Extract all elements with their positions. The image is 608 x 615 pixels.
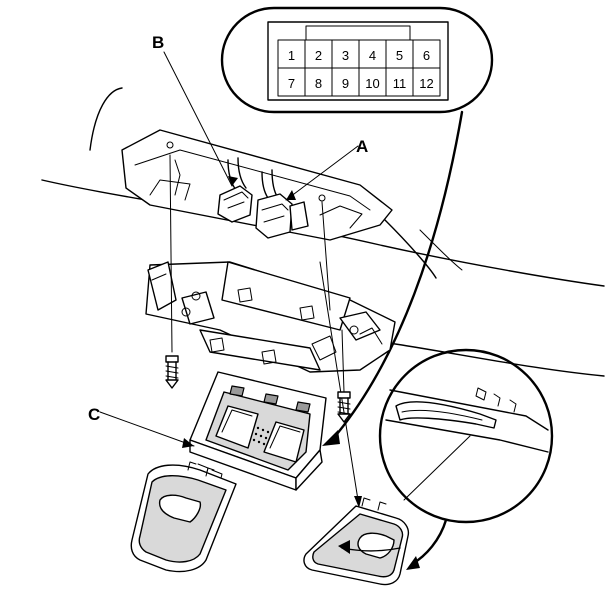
connector-pin-label: 11 [393, 76, 407, 91]
mounting-screw-right [337, 391, 351, 423]
harness-connector-a [255, 169, 309, 239]
connector-pins-bottom-row: 7 8 9 10 11 12 [288, 76, 434, 91]
connector-callout-bubble [220, 6, 494, 114]
connector-pin-label: 2 [315, 48, 322, 63]
switch-button-right [263, 421, 305, 463]
connector-pin-label: 12 [419, 76, 433, 91]
switch-button-left [215, 405, 259, 449]
roof-mounting-bracket [121, 129, 393, 241]
assembly-guide-lines [169, 154, 362, 508]
lens-cover-right [303, 497, 410, 586]
connector-pins-top-row: 1 2 3 4 5 6 [288, 48, 430, 63]
connector-pin-label: 1 [288, 48, 295, 63]
callout-label-c: C [88, 405, 100, 424]
connector-leader-arrowhead [322, 430, 340, 446]
callout-label-b: B [152, 33, 164, 52]
connector-pin-label: 9 [342, 76, 349, 91]
connector-pin-label: 10 [365, 76, 379, 91]
connector-pin-label: 5 [396, 48, 403, 63]
pry-tool-blade [395, 401, 497, 429]
connector-pin-label: 7 [288, 76, 295, 91]
lens-cover-left [130, 461, 237, 573]
cover-guide-arrowhead [354, 496, 362, 508]
harness-connector-b [217, 157, 253, 223]
mounting-screw-left [165, 355, 179, 389]
connector-pin-label: 8 [315, 76, 322, 91]
callout-leaders [99, 51, 359, 448]
switch-grille-dots [252, 426, 270, 446]
switch-module [189, 371, 327, 491]
detail-leader-arrowhead [406, 556, 420, 570]
callout-label-a: A [356, 137, 368, 156]
connector-pin-label: 6 [423, 48, 430, 63]
cover-rotate-arrowhead [338, 540, 350, 554]
connector-pin-label: 3 [342, 48, 349, 63]
detail-circle [378, 348, 554, 570]
connector-pin-label: 4 [369, 48, 376, 63]
connector-leader-curve [330, 110, 464, 442]
connector-lock-tab [305, 25, 411, 41]
console-frame [145, 261, 396, 373]
connector-housing [267, 21, 449, 101]
